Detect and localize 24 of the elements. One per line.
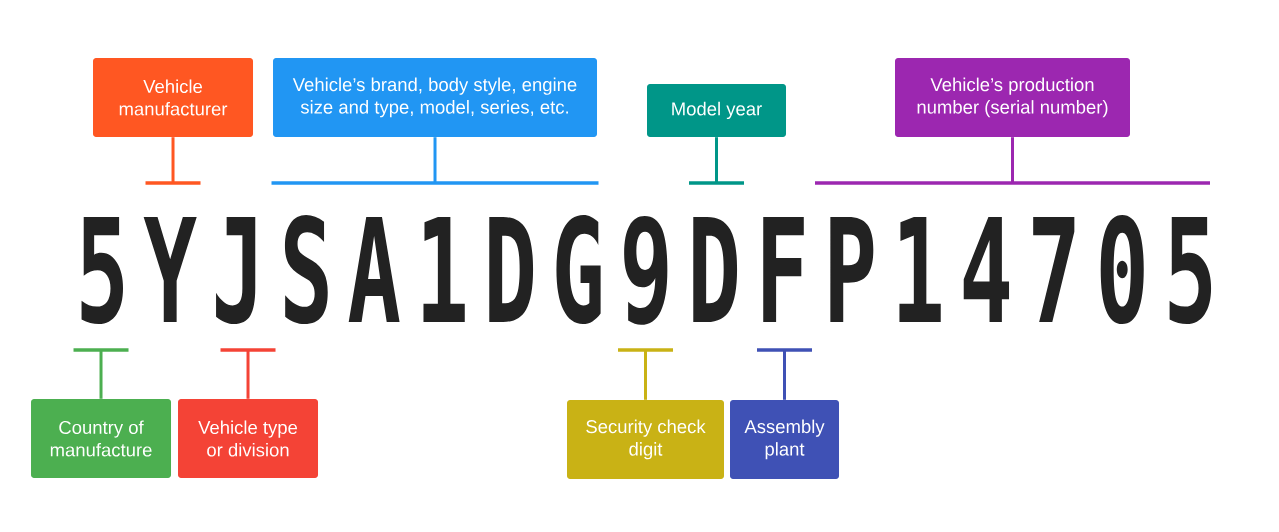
leader-line — [433, 137, 437, 183]
vin-characters: D — [693, 217, 738, 322]
vin-characters: 9 — [624, 216, 668, 325]
vin-characters: 5 — [81, 217, 123, 325]
leader-line — [715, 137, 718, 183]
callout-box: Vehicle manufacturer — [93, 58, 253, 137]
leader-line — [171, 137, 175, 183]
callout-box: Vehicle’s production number (serial number) — [895, 58, 1130, 137]
leader-line — [1011, 137, 1014, 183]
callout-box: Vehicle type or division — [178, 399, 318, 478]
vin-characters: J — [216, 217, 256, 325]
callout-box: Vehicle’s brand, body style, engine size and type, model, series, etc. — [273, 58, 597, 137]
leader-line — [644, 350, 647, 400]
vin-characters: F — [763, 217, 804, 322]
leader-line — [246, 350, 250, 399]
callout-box: Assembly plant — [730, 400, 839, 479]
callout-box: Country of manufacture — [31, 399, 171, 478]
callout-box: Security check digit — [567, 400, 724, 479]
leader-line — [783, 350, 786, 400]
vin-characters: P14705 — [830, 215, 1212, 325]
vin-characters: Y — [143, 217, 197, 322]
callout-box: Model year — [647, 84, 786, 137]
vin-characters: SA1DG — [284, 215, 601, 325]
leader-line — [99, 350, 103, 399]
